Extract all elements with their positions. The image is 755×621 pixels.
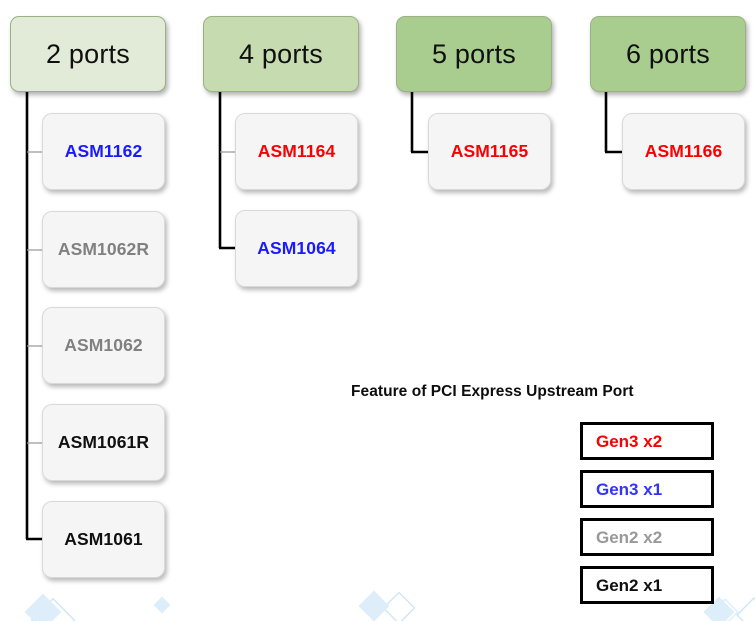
legend-item-gen3-x2[interactable]: Gen3 x2 (580, 422, 714, 460)
port-header-label: 2 ports (46, 38, 130, 69)
chip-label: ASM1061R (57, 431, 150, 452)
legend-item-label: Gen3 x2 (596, 431, 663, 451)
chip-label: ASM1062 (64, 334, 143, 355)
chip-label: ASM1165 (450, 140, 529, 161)
legend-item-label: Gen2 x2 (596, 527, 663, 547)
port-header-label: 4 ports (239, 38, 323, 69)
chip-box-asm1062[interactable]: ASM1062 (42, 307, 165, 384)
port-header-label: 6 ports (626, 38, 710, 69)
port-header-4-ports[interactable]: 4 ports (203, 16, 359, 92)
chip-box-asm1162[interactable]: ASM1162 (42, 113, 165, 190)
legend-title: Feature of PCI Express Upstream Port (351, 383, 634, 400)
chip-label: ASM1062R (57, 238, 150, 259)
port-header-5-ports[interactable]: 5 ports (396, 16, 552, 92)
chip-box-asm1164[interactable]: ASM1164 (235, 113, 358, 190)
chip-box-asm1165[interactable]: ASM1165 (428, 113, 551, 190)
chip-label: ASM1061 (64, 528, 143, 549)
chip-box-asm1061r[interactable]: ASM1061R (42, 404, 165, 481)
chip-box-asm1062r[interactable]: ASM1062R (42, 211, 165, 288)
chip-box-asm1064[interactable]: ASM1064 (235, 210, 358, 287)
chip-label: ASM1164 (257, 140, 336, 161)
chip-label: ASM1162 (64, 140, 143, 161)
port-header-6-ports[interactable]: 6 ports (590, 16, 746, 92)
chip-box-asm1166[interactable]: ASM1166 (622, 113, 745, 190)
chip-label: ASM1064 (257, 237, 336, 258)
legend-item-gen2-x1[interactable]: Gen2 x1 (580, 566, 714, 604)
chip-box-asm1061[interactable]: ASM1061 (42, 501, 165, 578)
port-header-label: 5 ports (432, 38, 516, 69)
legend-item-label: Gen2 x1 (596, 575, 663, 595)
chip-label: ASM1166 (644, 140, 723, 161)
legend-item-gen3-x1[interactable]: Gen3 x1 (580, 470, 714, 508)
legend-item-gen2-x2[interactable]: Gen2 x2 (580, 518, 714, 556)
port-header-2-ports[interactable]: 2 ports (10, 16, 166, 92)
legend-item-label: Gen3 x1 (596, 479, 663, 499)
